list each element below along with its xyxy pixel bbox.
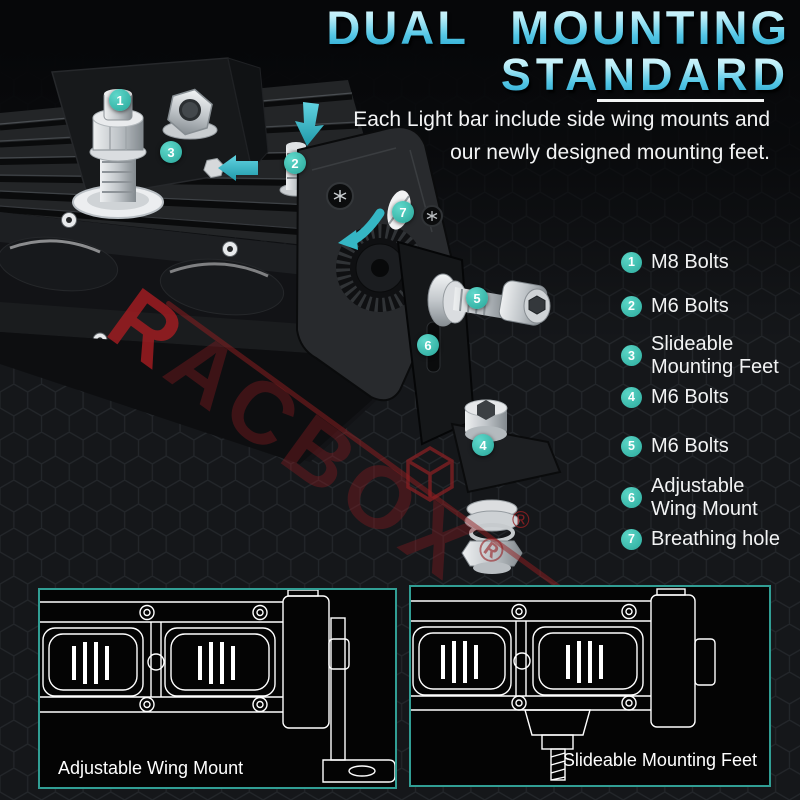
legend-number-badge: 5 (621, 435, 642, 457)
page-title-line2: STANDARD (500, 49, 790, 100)
diagram-wing-mount: Adjustable Wing Mount (38, 588, 397, 789)
legend-number-badge: 2 (621, 295, 642, 317)
photo-marker-3: 3 (160, 141, 182, 163)
legend-item-m6-bolts-4: 4 M6 Bolts (621, 386, 729, 409)
legend-item-m8-bolts: 1 M8 Bolts (621, 251, 729, 274)
legend-item-m6-bolts-5: 5 M6 Bolts (621, 435, 729, 458)
title-underline (597, 99, 764, 102)
subtitle-line2: our newly designed mounting feet. (450, 140, 770, 164)
photo-marker-5: 5 (466, 287, 488, 309)
torx-screw-left (326, 182, 354, 210)
photo-marker-6: 6 (417, 334, 439, 356)
subtitle: Each Light bar include side wing mounts … (353, 104, 770, 169)
photo-marker-4: 4 (472, 434, 494, 456)
diagram-caption-wing-mount: Adjustable Wing Mount (58, 758, 244, 778)
m6-bolt-head (464, 399, 508, 442)
diagram-mounting-feet: Slideable Mounting Feet (409, 585, 771, 787)
torx-screw-right (421, 205, 443, 227)
legend-item-breathing-hole: 7 Breathing hole (621, 528, 780, 551)
legend-number-badge: 1 (621, 251, 642, 273)
mounting-feet-drawing (411, 588, 716, 781)
wing-mount-drawing (40, 589, 396, 783)
legend-number-badge: 3 (621, 345, 642, 367)
subtitle-line1: Each Light bar include side wing mounts … (353, 108, 770, 131)
m6-bolt-horizontal (427, 273, 551, 327)
photo-marker-2: 2 (284, 152, 306, 174)
registered-mark: ® (512, 507, 530, 534)
diagram-caption-mounting-feet: Slideable Mounting Feet (562, 750, 757, 770)
washer-nut-stack (461, 499, 523, 574)
legend-number-badge: 6 (621, 487, 642, 509)
legend-number-badge: 7 (621, 528, 642, 550)
page-title-line1: DUAL MOUNTING (326, 1, 790, 54)
legend-item-m6-bolts-2: 2 M6 Bolts (621, 295, 729, 318)
photo-marker-7: 7 (392, 201, 414, 223)
photo-marker-1: 1 (109, 89, 131, 111)
legend-number-badge: 4 (621, 386, 642, 408)
racbox-cube-logo (406, 445, 454, 503)
